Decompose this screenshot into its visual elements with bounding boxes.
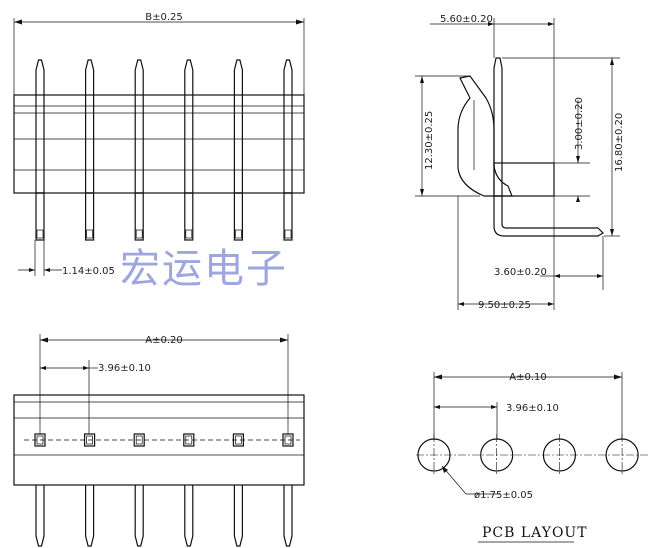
pcb-layout-title: PCB LAYOUT <box>482 525 588 541</box>
hole-diameter-label: ø1.75±0.05 <box>474 490 533 501</box>
side-view-pin <box>493 57 503 197</box>
front-view-pin <box>183 433 195 547</box>
top-width-label: B±0.25 <box>145 12 183 23</box>
top-view-housing <box>13 94 305 194</box>
pcb-layout-view: A±0.10 3.96±0.10 ø1.75±0.05 PCB LAYOUT <box>416 372 648 543</box>
front-pitch-label: 3.96±0.10 <box>98 363 151 374</box>
side-right-label: 16.80±0.20 <box>614 113 625 172</box>
side-mid-label: 3.00±0.20 <box>574 97 585 150</box>
pin-width-label: 1.14±0.05 <box>62 266 115 277</box>
top-view-pin <box>134 59 144 241</box>
top-view-pin <box>233 59 243 241</box>
top-view-pin <box>84 59 95 241</box>
front-view-pin <box>83 433 96 547</box>
side-view: 5.60±0.20 12.30±0.25 3.00±0.20 16.80±0.2… <box>415 14 625 311</box>
side-foot-label: 3.60±0.20 <box>494 267 547 278</box>
front-view-pin <box>282 433 294 547</box>
pcb-pitch-label: 3.96±0.10 <box>506 403 559 414</box>
front-view-pins <box>34 433 294 547</box>
front-view: A±0.20 3.96±0.10 <box>13 334 305 547</box>
side-left-label: 12.30±0.25 <box>424 111 435 170</box>
front-view-pin <box>133 433 145 547</box>
pcb-hole <box>542 434 577 476</box>
top-view-pin <box>35 59 45 241</box>
side-view-tail <box>493 196 604 237</box>
front-width-label: A±0.20 <box>145 335 183 346</box>
pcb-width-label: A±0.10 <box>509 372 547 383</box>
side-view-latch <box>457 75 513 197</box>
front-view-housing <box>13 394 305 486</box>
top-view-pin <box>283 59 293 241</box>
side-bottom-label: 9.50±0.25 <box>478 300 531 311</box>
side-view-housing <box>493 162 555 197</box>
top-view: B±0.25 1.14±0.05 <box>13 12 305 277</box>
side-top-label: 5.60±0.20 <box>440 14 493 25</box>
company-watermark: 宏运电子 <box>120 246 288 292</box>
top-view-pin <box>184 59 194 241</box>
top-view-pins <box>35 59 293 241</box>
front-view-pin <box>232 433 244 547</box>
front-view-pin <box>34 433 46 547</box>
pcb-holes <box>417 434 639 476</box>
